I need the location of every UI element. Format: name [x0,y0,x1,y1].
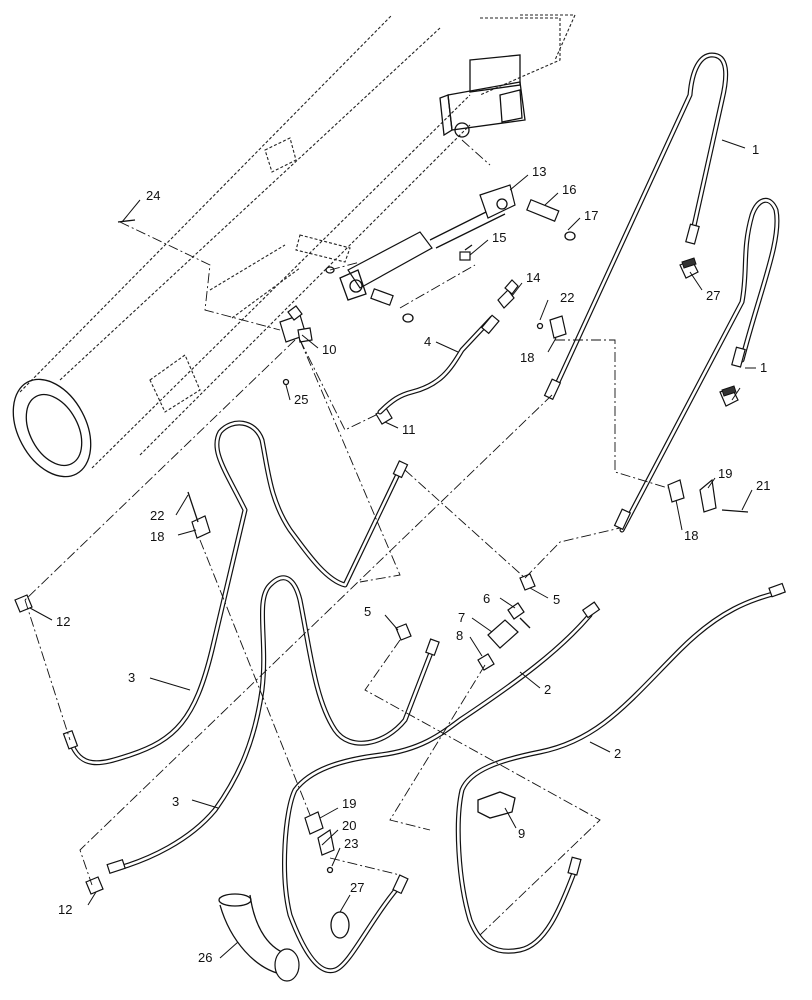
callout-labels: 1 1 2 2 3 3 4 5 5 6 7 8 9 10 11 12 12 13… [56,142,770,965]
callout-6: 6 [483,591,490,606]
callout-16: 16 [562,182,576,197]
rubber-elbow-25 [218,893,300,982]
boom-tube [12,14,576,478]
elbow-fitting-12-lower [85,876,104,895]
hose-4 [377,315,495,415]
hose-1-lower [619,198,780,533]
plate-19-lower [317,829,335,856]
callout-4: 4 [424,334,431,349]
callout-10: 10 [322,342,336,357]
bolt-21 [187,491,199,523]
callout-15: 15 [492,230,506,245]
callout-leaders [29,139,756,959]
elbow-fitting-5-left [395,623,412,641]
clamp-18-upper [549,315,567,339]
hose-3-upper [67,420,403,766]
clamp-18-left [191,515,211,539]
elbow-fitting-14 [497,279,519,309]
callout-18-upper: 18 [520,350,534,365]
cap-nut-27-upper [679,257,699,279]
callout-7: 7 [458,610,465,625]
callout-12-upper: 12 [56,614,70,629]
callout-5-left: 5 [364,604,371,619]
callout-9: 9 [518,826,525,841]
callout-18-lower: 19 [342,796,356,811]
callout-25: 26 [198,950,212,965]
callout-2-upper: 2 [544,682,551,697]
bolt-15 [459,244,473,261]
callout-24: 25 [294,392,308,407]
callout-5-right: 5 [553,592,560,607]
upper-mount-bracket [439,54,526,138]
callout-21: 22 [150,508,164,523]
callout-12-lower: 12 [58,902,72,917]
callout-18-left: 18 [150,529,164,544]
cap-nut-27-lower [719,385,739,407]
callout-19-lower: 20 [342,818,356,833]
callout-20: 21 [756,478,770,493]
callout-17: 17 [584,208,598,223]
hose-guide-9 [477,791,516,819]
callout-1-upper: 1 [752,142,759,157]
callout-11: 11 [402,422,416,437]
callout-14: 14 [526,270,540,285]
hose-ends [62,223,786,895]
callout-2-lower: 2 [614,746,621,761]
callout-27-upper: 27 [706,288,720,303]
callout-3-lower: 3 [172,794,179,809]
hose-1-upper [549,52,729,398]
phantom-centerlines [24,139,669,936]
elbow-fitting-5-right [519,573,536,591]
hydraulic-cylinder [325,184,516,323]
bolt-23 [117,219,136,223]
elbow-fitting-12-upper [14,594,33,613]
callout-1-lower: 1 [760,360,767,375]
callout-26: 27 [350,880,364,895]
snap-ring [564,231,576,241]
plate-19-right [699,478,717,513]
callout-22-lower: 23 [344,836,358,851]
callout-13: 13 [532,164,546,179]
nut-22-upper [536,322,544,330]
pin [526,198,560,222]
valve-assembly [477,602,531,671]
tee-fitting-10 [279,305,313,343]
callout-3-upper: 3 [128,670,135,685]
hose-2-right [455,589,783,954]
callout-19-right: 19 [718,466,732,481]
callout-8: 8 [456,628,463,643]
nut-22-lower [326,866,334,874]
clamp-18-lower [304,811,324,835]
clamp-18-right [667,479,685,503]
bolt-20 [721,509,749,513]
callout-23: 24 [146,188,160,203]
callout-22-upper: 22 [560,290,574,305]
hose-2-long [282,612,593,974]
nut-24 [282,378,290,386]
hose-3-lower [109,575,435,873]
o-ring-26 [330,911,350,939]
callout-18-right: 18 [684,528,698,543]
